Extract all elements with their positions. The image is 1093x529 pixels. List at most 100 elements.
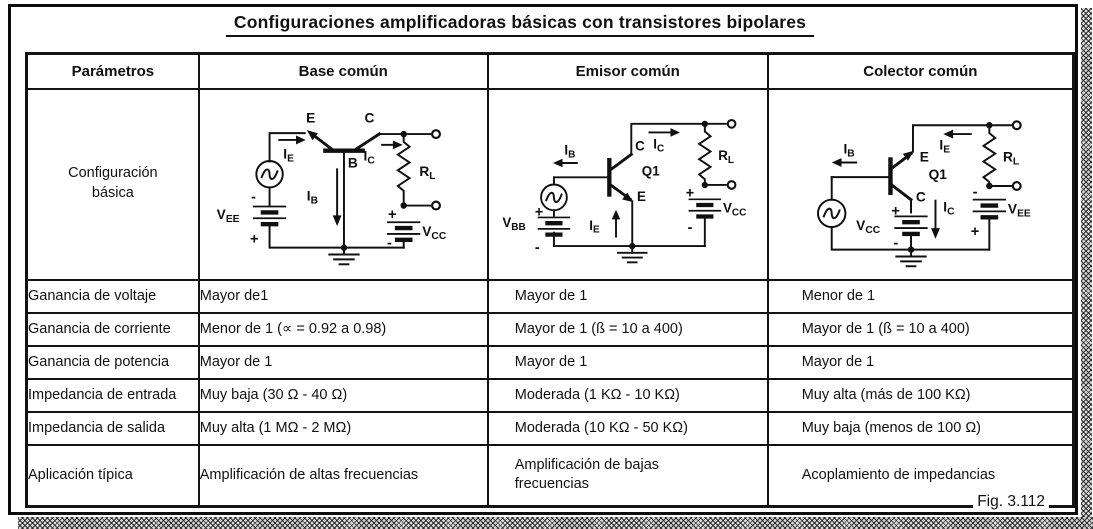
load-label-rl: RL: [1003, 149, 1019, 167]
current-label-ib: IB: [307, 188, 318, 206]
header-row: Parámetros Base común Emisor común Colec…: [25, 52, 1075, 90]
vee-plus-sign: +: [970, 223, 979, 239]
supply-label-vcc: VCC: [422, 223, 447, 241]
value-cell: Mayor de 1: [197, 344, 489, 380]
figure-number: Fig. 3.112: [973, 493, 1049, 511]
ie-current-arrow: [611, 209, 621, 238]
table-row-impedancia-entrada: Impedancia de entrada Muy baja (30 Ω - 4…: [25, 377, 1075, 413]
wires: [552, 122, 706, 247]
terminal-label-e: E: [306, 110, 315, 125]
source-label-vee: VEE: [216, 207, 239, 225]
value-cell: Mayor de 1: [486, 278, 769, 314]
value-cell: Menor de 1: [766, 278, 1075, 314]
row-label: Ganancia de corriente: [25, 311, 200, 347]
current-label-ib: IB: [843, 141, 854, 159]
output-terminal-bottom: [988, 180, 1022, 191]
configuracion-basica-row: Configuración básica: [25, 87, 1075, 281]
terminal-label-c: C: [916, 189, 926, 204]
ib-current-arrow: [552, 158, 578, 167]
vbb-battery-icon: [537, 216, 570, 237]
ib-current-arrow: [831, 157, 857, 167]
value-cell: Amplificación de bajas frecuencias: [486, 443, 769, 508]
rl-resistor-icon: [697, 122, 713, 186]
configurations-table: Parámetros Base común Emisor común Colec…: [25, 52, 1075, 508]
row-label: Aplicación típica: [25, 443, 200, 508]
vee-minus-sign: -: [251, 189, 256, 205]
wrapped-value: Amplificación de bajas frecuencias: [514, 457, 660, 493]
vcc-minus-sign: -: [387, 235, 392, 251]
supply-label-vcc: VCC: [856, 218, 881, 236]
terminal-label-b: B: [348, 155, 358, 170]
circuit-cell-colector-comun: IB E Q1 C IE: [766, 87, 1075, 281]
current-label-ic: IC: [943, 199, 955, 217]
row-label: Impedancia de entrada: [25, 377, 200, 413]
current-label-ic: IC: [363, 148, 375, 166]
value-cell: Moderada (1 KΩ - 10 KΩ): [486, 377, 769, 413]
table-row-ganancia-voltaje: Ganancia de voltaje Mayor de1 Mayor de 1…: [25, 278, 1075, 314]
output-terminal-bottom: [402, 200, 441, 211]
transistor-icon: [887, 150, 914, 202]
value-cell: Muy baja (30 Ω - 40 Ω): [197, 377, 489, 413]
table-row-ganancia-corriente: Ganancia de corriente Menor de 1 (∝ = 0.…: [25, 311, 1075, 347]
ib-current-arrow: [332, 167, 342, 226]
table-row-impedancia-salida: Impedancia de salida Muy alta (1 MΩ - 2 …: [25, 410, 1075, 446]
circuit-diagram-base-comun: E C B IE IC IB: [216, 110, 447, 265]
terminal-label-c: C: [364, 110, 374, 125]
vcc-plus-sign: +: [685, 185, 693, 201]
circuit-diagram-emisor-comun: IB C Q1 E IC: [502, 118, 746, 263]
row-label: Impedancia de salida: [25, 410, 200, 446]
output-terminal-top: [988, 119, 1022, 130]
transistor-icon: [306, 129, 382, 153]
value-cell: Muy alta (más de 100 KΩ): [766, 377, 1075, 413]
page-shadow-right: [1081, 8, 1092, 529]
vcc-battery-icon: [688, 197, 721, 219]
value-cell: Menor de 1 (∝ = 0.92 a 0.98): [197, 311, 489, 347]
current-label-ic: IC: [653, 136, 664, 154]
vcc-plus-sign: +: [388, 207, 397, 223]
value-cell: Mayor de 1 (ß = 10 a 400): [766, 311, 1075, 347]
value-cell: Mayor de 1: [486, 344, 769, 380]
terminal-label-c: C: [635, 138, 645, 153]
vcc-minus-sign: -: [893, 235, 898, 251]
configuracion-basica-label: Configuración básica: [68, 165, 158, 201]
ic-current-arrow: [648, 127, 680, 137]
vcc-battery-icon: [894, 214, 928, 236]
ic-current-arrow: [930, 199, 940, 239]
vbb-plus-sign: +: [535, 204, 543, 220]
value-cell: Moderada (10 KΩ - 50 KΩ): [486, 410, 769, 446]
circuit-cell-emisor-comun: IB C Q1 E IC: [486, 87, 769, 281]
row-label: Ganancia de potencia: [25, 344, 200, 380]
transistor-label-q1: Q1: [928, 167, 947, 182]
ac-source-icon: [539, 183, 568, 211]
ground-icon: [895, 248, 927, 267]
table-row-ganancia-potencia: Ganancia de potencia Mayor de 1 Mayor de…: [25, 344, 1075, 380]
value-cell: Muy alta (1 MΩ - 2 MΩ): [197, 410, 489, 446]
figure-frame: Configuraciones amplificadoras básicas c…: [8, 4, 1078, 515]
ac-source-icon: [816, 198, 847, 228]
row-label-configuracion-basica: Configuración básica: [25, 87, 200, 281]
value-cell: Amplificación de altas frecuencias: [197, 443, 489, 508]
title-row: Configuraciones amplificadoras básicas c…: [11, 12, 1029, 37]
current-label-ie: IE: [283, 146, 294, 164]
terminal-label-e: E: [920, 149, 929, 164]
wires: [830, 123, 991, 251]
value-cell: Mayor de 1: [766, 344, 1075, 380]
ground-icon: [616, 244, 648, 263]
vcc-minus-sign: -: [687, 219, 692, 235]
transistor-icon: [606, 151, 634, 202]
load-label-rl: RL: [419, 164, 435, 182]
value-cell: Mayor de1: [197, 278, 489, 314]
terminal-label-e: E: [637, 189, 646, 204]
column-header-emisor-comun: Emisor común: [486, 52, 769, 90]
vee-plus-sign: +: [250, 231, 259, 247]
output-terminal-top: [402, 128, 441, 139]
page-shadow-bottom: [18, 517, 1093, 529]
source-label-vbb: VBB: [502, 214, 525, 232]
current-label-ie: IE: [589, 217, 600, 235]
supply-label-vee: VEE: [1008, 201, 1031, 219]
value-cell: Mayor de 1 (ß = 10 a 400): [486, 311, 769, 347]
rl-resistor-icon: [395, 132, 412, 207]
row-label: Ganancia de voltaje: [25, 278, 200, 314]
circuit-diagram-colector-comun: IB E Q1 C IE: [816, 119, 1031, 267]
